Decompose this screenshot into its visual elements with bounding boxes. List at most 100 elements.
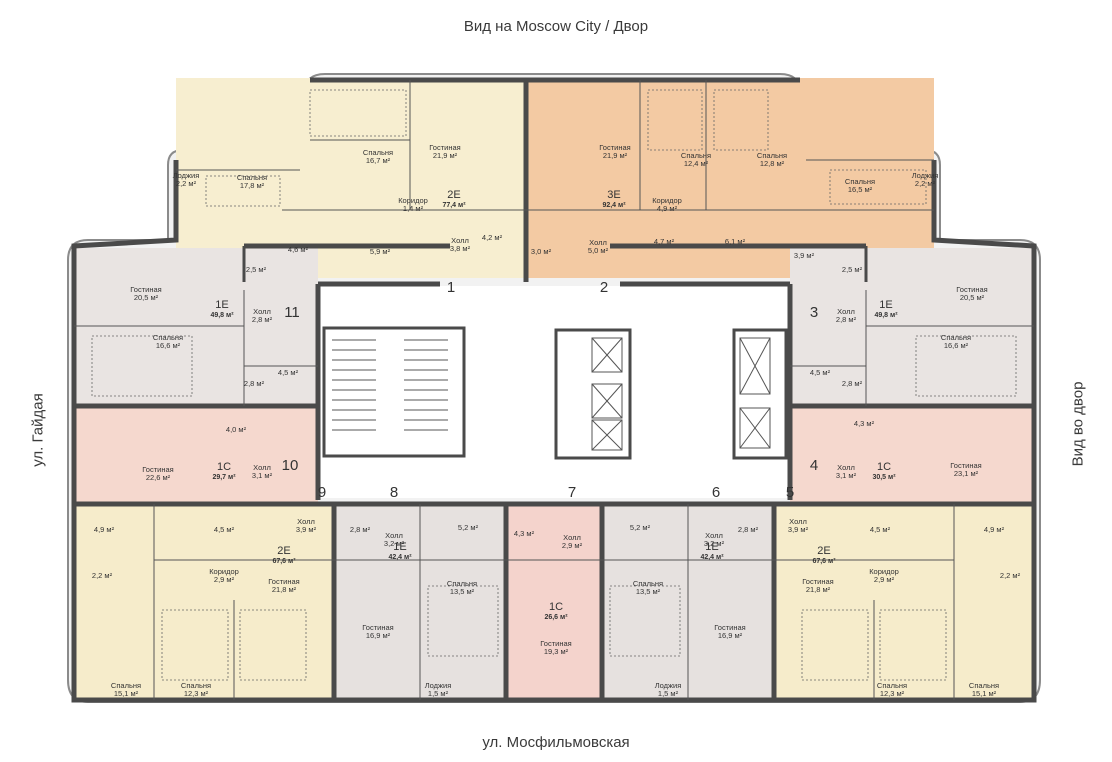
apartment-number: 1	[447, 279, 455, 296]
room-name-label: Спальня	[111, 681, 141, 690]
apartment-area-label: 42,4 м²	[388, 554, 412, 561]
room-name-label: Коридор	[652, 196, 682, 205]
room-area-label: 5,2 м²	[458, 523, 479, 532]
room-name-label: Холл	[789, 517, 807, 526]
room-area-label: 5,9 м²	[370, 247, 391, 256]
room-area-label: 2,8 м²	[244, 379, 265, 388]
apartment-number: 7	[568, 484, 576, 501]
street-top-label: Вид на Moscow City / Двор	[463, 18, 649, 35]
room-area-label: 13,5 м²	[636, 587, 661, 596]
room-name-label: Гостиная	[950, 461, 981, 470]
apartment-type-label: 1С	[549, 601, 563, 613]
apartment-1e-right-fill[interactable]	[790, 248, 1034, 408]
room-area-label: 3,9 м²	[788, 525, 809, 534]
apartment-1c-left-fill[interactable]	[74, 408, 318, 504]
apartment-type-label: 2E	[817, 545, 830, 557]
room-area-label: 1,5 м²	[658, 689, 679, 698]
apartment-1c-bottom-fill[interactable]	[506, 506, 602, 698]
room-area-label: 4,6 м²	[288, 245, 309, 254]
room-area-label: 2,2 м²	[92, 571, 113, 580]
room-name-label: Спальня	[153, 333, 183, 342]
room-area-label: 3,9 м²	[794, 251, 815, 260]
room-area-label: 4,3 м²	[514, 529, 535, 538]
apartment-1c-right-fill[interactable]	[790, 408, 1034, 504]
room-area-label: 4,5 м²	[214, 525, 235, 534]
room-name-label: Гостиная	[714, 623, 745, 632]
room-area-label: 6,1 м²	[725, 237, 746, 246]
room-area-label: 3,1 м²	[836, 471, 857, 480]
room-name-label: Гостиная	[362, 623, 393, 632]
room-name-label: Гостиная	[540, 639, 571, 648]
room-name-label: Коридор	[209, 567, 239, 576]
room-area-label: 2,8 м²	[350, 525, 371, 534]
room-area-label: 21,9 м²	[603, 151, 628, 160]
room-area-label: 4,3 м²	[854, 419, 875, 428]
room-area-label: 2,2 м²	[1000, 571, 1021, 580]
room-name-label: Лоджия	[425, 681, 452, 690]
apartment-1e-left-fill[interactable]	[74, 248, 318, 408]
room-area-label: 2,8 м²	[738, 525, 759, 534]
room-name-label: Холл	[705, 531, 723, 540]
room-area-label: 3,2 м²	[704, 539, 725, 548]
room-area-label: 5,0 м²	[588, 246, 609, 255]
apartment-area-label: 29,7 м²	[212, 474, 236, 481]
room-area-label: 12,3 м²	[184, 689, 209, 698]
room-name-label: Холл	[837, 463, 855, 472]
room-area-label: 1,4 м²	[403, 204, 424, 213]
apartment-area-label: 49,8 м²	[210, 312, 234, 319]
apartment-area-label: 92,4 м²	[602, 202, 626, 209]
room-area-label: 2,9 м²	[874, 575, 895, 584]
room-area-label: 3,9 м²	[296, 525, 317, 534]
room-area-label: 16,9 м²	[718, 631, 743, 640]
room-area-label: 4,9 м²	[657, 204, 678, 213]
room-name-label: Спальня	[237, 173, 267, 182]
room-area-label: 4,7 м²	[654, 237, 675, 246]
room-area-label: 22,6 м²	[146, 473, 171, 482]
room-area-label: 17,8 м²	[240, 181, 265, 190]
room-area-label: 21,8 м²	[806, 585, 831, 594]
stairwell	[322, 326, 466, 458]
apartment-type-label: 2E	[447, 189, 460, 201]
walls	[71, 77, 1037, 703]
elevator-shafts	[554, 328, 788, 460]
apartment-area-label: 42,4 м²	[700, 554, 724, 561]
room-area-label: 3,0 м²	[531, 247, 552, 256]
apartment-number: 11	[284, 304, 300, 321]
apartment-type-label: 1E	[215, 299, 228, 311]
room-name-label: Спальня	[633, 579, 663, 588]
room-area-label: 2,8 м²	[836, 315, 857, 324]
room-name-label: Холл	[297, 517, 315, 526]
apartment-number: 6	[712, 484, 720, 501]
apartment-number: 4	[810, 457, 818, 474]
room-area-label: 4,5 м²	[278, 368, 299, 377]
room-area-label: 1,5 м²	[428, 689, 449, 698]
room-area-label: 15,1 м²	[972, 689, 997, 698]
room-area-label: 4,5 м²	[870, 525, 891, 534]
room-area-label: 21,9 м²	[433, 151, 458, 160]
apartment-2e-bottom-right-fill[interactable]	[774, 506, 1034, 698]
apartment-type-label: 1E	[879, 299, 892, 311]
room-name-label: Холл	[837, 307, 855, 316]
room-name-label: Холл	[253, 307, 271, 316]
room-name-label: Холл	[589, 238, 607, 247]
room-name-label: Лоджия	[912, 171, 939, 180]
room-area-label: 16,6 м²	[944, 341, 969, 350]
room-area-label: 2,2 м²	[915, 179, 936, 188]
room-area-label: 2,2 м²	[176, 179, 197, 188]
room-area-label: 13,5 м²	[450, 587, 475, 596]
apartment-area-label: 77,4 м²	[442, 202, 466, 209]
room-name-label: Гостиная	[130, 285, 161, 294]
room-area-label: 2,9 м²	[562, 541, 583, 550]
room-area-label: 20,5 м²	[134, 293, 159, 302]
room-name-label: Спальня	[969, 681, 999, 690]
room-name-label: Спальня	[447, 579, 477, 588]
room-area-label: 20,5 м²	[960, 293, 985, 302]
room-name-label: Спальня	[845, 177, 875, 186]
apartment-2e-bottom-left-fill[interactable]	[74, 506, 332, 698]
room-area-label: 4,5 м²	[810, 368, 831, 377]
room-area-label: 3,8 м²	[450, 244, 471, 253]
street-bottom-label: ул. Мосфильмовская	[482, 734, 630, 751]
room-name-label: Коридор	[398, 196, 428, 205]
room-area-label: 4,9 м²	[94, 525, 115, 534]
